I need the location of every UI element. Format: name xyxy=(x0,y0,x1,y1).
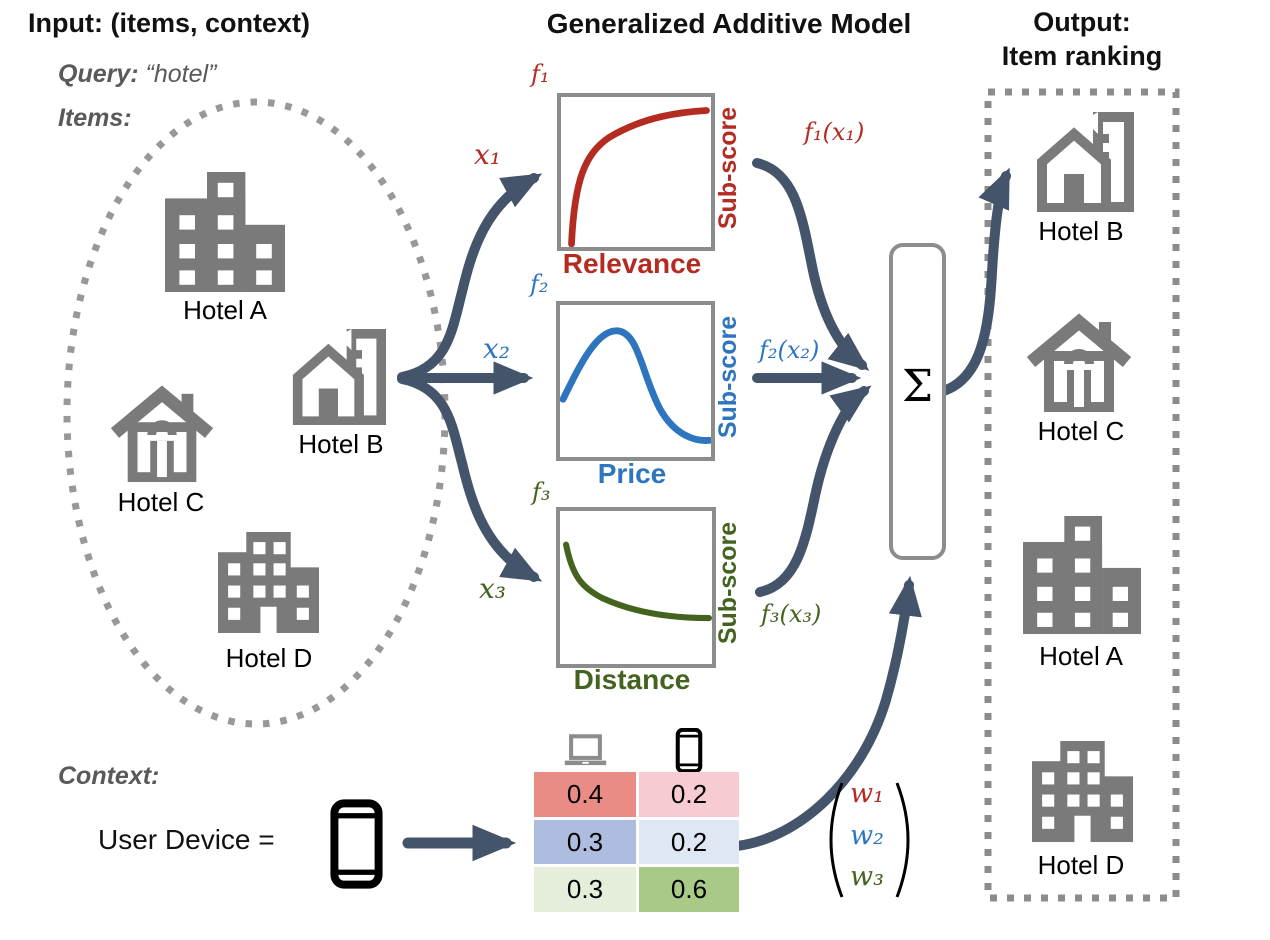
item-label: Hotel A xyxy=(183,295,267,325)
x2-label: x₂ xyxy=(483,332,511,365)
item-label: Hotel C xyxy=(117,487,205,517)
hotel-house-tower-icon xyxy=(277,329,399,425)
output-title-line2: Item ranking xyxy=(1001,40,1163,71)
query-row: Query: “hotel” xyxy=(58,60,216,89)
arrow-x3 xyxy=(397,374,543,582)
input-title: Input: (items, context) xyxy=(28,8,310,38)
output-title: Output: Item ranking xyxy=(978,6,1186,74)
smartphone-icon xyxy=(330,799,383,889)
w2-label: w₂ xyxy=(850,820,884,851)
x1-label: x₁ xyxy=(474,138,502,171)
house-icon xyxy=(106,384,218,482)
f3x3-label: f₃(x₃) xyxy=(761,600,822,628)
price-curve xyxy=(560,327,711,444)
smartphone-icon xyxy=(674,728,704,773)
item-label: Hotel D xyxy=(225,643,313,673)
sum-aggregator: Σ xyxy=(889,243,946,560)
relevance-axis-label: Relevance xyxy=(562,248,702,279)
w3-label: w₃ xyxy=(850,861,884,892)
output-dashed-box xyxy=(984,88,1180,902)
weight-vector-parens xyxy=(829,782,910,898)
relevance-plot xyxy=(557,93,715,251)
user-device-label: User Device = xyxy=(98,824,275,855)
query-label: Query: xyxy=(58,60,139,88)
subscore-label-2: Sub-score xyxy=(714,315,742,439)
table-cell: 0.4 xyxy=(534,772,636,817)
laptop-icon xyxy=(563,734,608,771)
context-label: Context: xyxy=(58,762,160,790)
query-value: “hotel” xyxy=(145,60,217,88)
distance-curve xyxy=(563,541,712,622)
table-cell: 0.2 xyxy=(639,772,739,817)
arrow-weights-to-sigma xyxy=(732,575,922,851)
output-title-line1: Output: xyxy=(1033,7,1131,37)
sigma-symbol: Σ xyxy=(901,361,934,412)
f2-label: f₂ xyxy=(530,270,549,298)
relevance-curve xyxy=(568,107,710,247)
price-axis-label: Price xyxy=(597,458,667,489)
building-wings-icon xyxy=(1032,740,1133,843)
item-label: Hotel B xyxy=(298,429,384,459)
arrow-x1 xyxy=(397,173,543,382)
x3-label: x₃ xyxy=(479,572,507,605)
model-title: Generalized Additive Model xyxy=(546,8,912,39)
table-cell: 0.6 xyxy=(639,867,739,912)
arrow-f3x3 xyxy=(755,385,872,597)
w1-label: w₁ xyxy=(850,778,884,809)
subscore-label-1: Sub-score xyxy=(714,106,742,230)
ranking-item-label: Hotel B xyxy=(1038,216,1124,246)
items-label: Items: xyxy=(58,104,132,132)
building-icon xyxy=(165,172,285,292)
building-wings-icon xyxy=(218,532,319,633)
arrow-sigma-to-output xyxy=(935,167,1011,397)
ranking-item-label: Hotel C xyxy=(1037,416,1125,446)
distance-axis-label: Distance xyxy=(573,664,691,695)
ranking-item-label: Hotel D xyxy=(1037,850,1125,880)
table-cell: 0.2 xyxy=(639,820,739,864)
f1x1-label: f₁(x₁) xyxy=(804,118,865,146)
house-icon xyxy=(1023,312,1135,412)
f1-label: f₁ xyxy=(531,60,550,88)
ranking-item-label: Hotel A xyxy=(1039,641,1123,671)
context-weight-table: 0.4 0.2 0.3 0.2 0.3 0.6 xyxy=(534,772,739,912)
hotel-house-tower-icon xyxy=(1030,112,1138,212)
distance-plot xyxy=(556,507,716,668)
table-cell: 0.3 xyxy=(534,820,636,864)
subscore-label-3: Sub-score xyxy=(714,521,742,645)
building-icon xyxy=(1023,513,1141,637)
arrow-f1x1 xyxy=(752,158,870,371)
f2x2-label: f₂(x₂) xyxy=(759,336,820,364)
price-plot xyxy=(556,301,715,461)
table-cell: 0.3 xyxy=(534,867,636,912)
f3-label: f₃ xyxy=(532,478,551,506)
